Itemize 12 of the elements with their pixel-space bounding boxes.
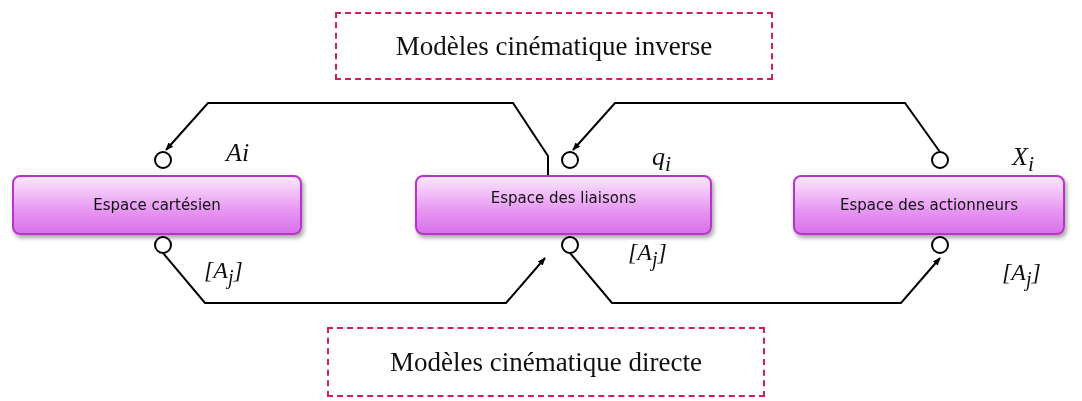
arrow: [569, 252, 941, 304]
model-box: Modèles cinématique directe: [327, 327, 765, 397]
math-label: q$_{i}$: [652, 144, 672, 176]
process-box: Espace des actionneurs: [793, 175, 1065, 235]
arrow: [572, 102, 941, 153]
arrow: [165, 102, 549, 176]
process-box: Espace cartésien: [12, 175, 302, 235]
arrow: [162, 252, 546, 304]
model-box: Modèles cinématique inverse: [335, 12, 773, 80]
math-label: Ai: [226, 140, 250, 166]
math-label: X$_{i}$: [1012, 144, 1034, 176]
process-box: Espace des liaisons: [415, 175, 712, 235]
